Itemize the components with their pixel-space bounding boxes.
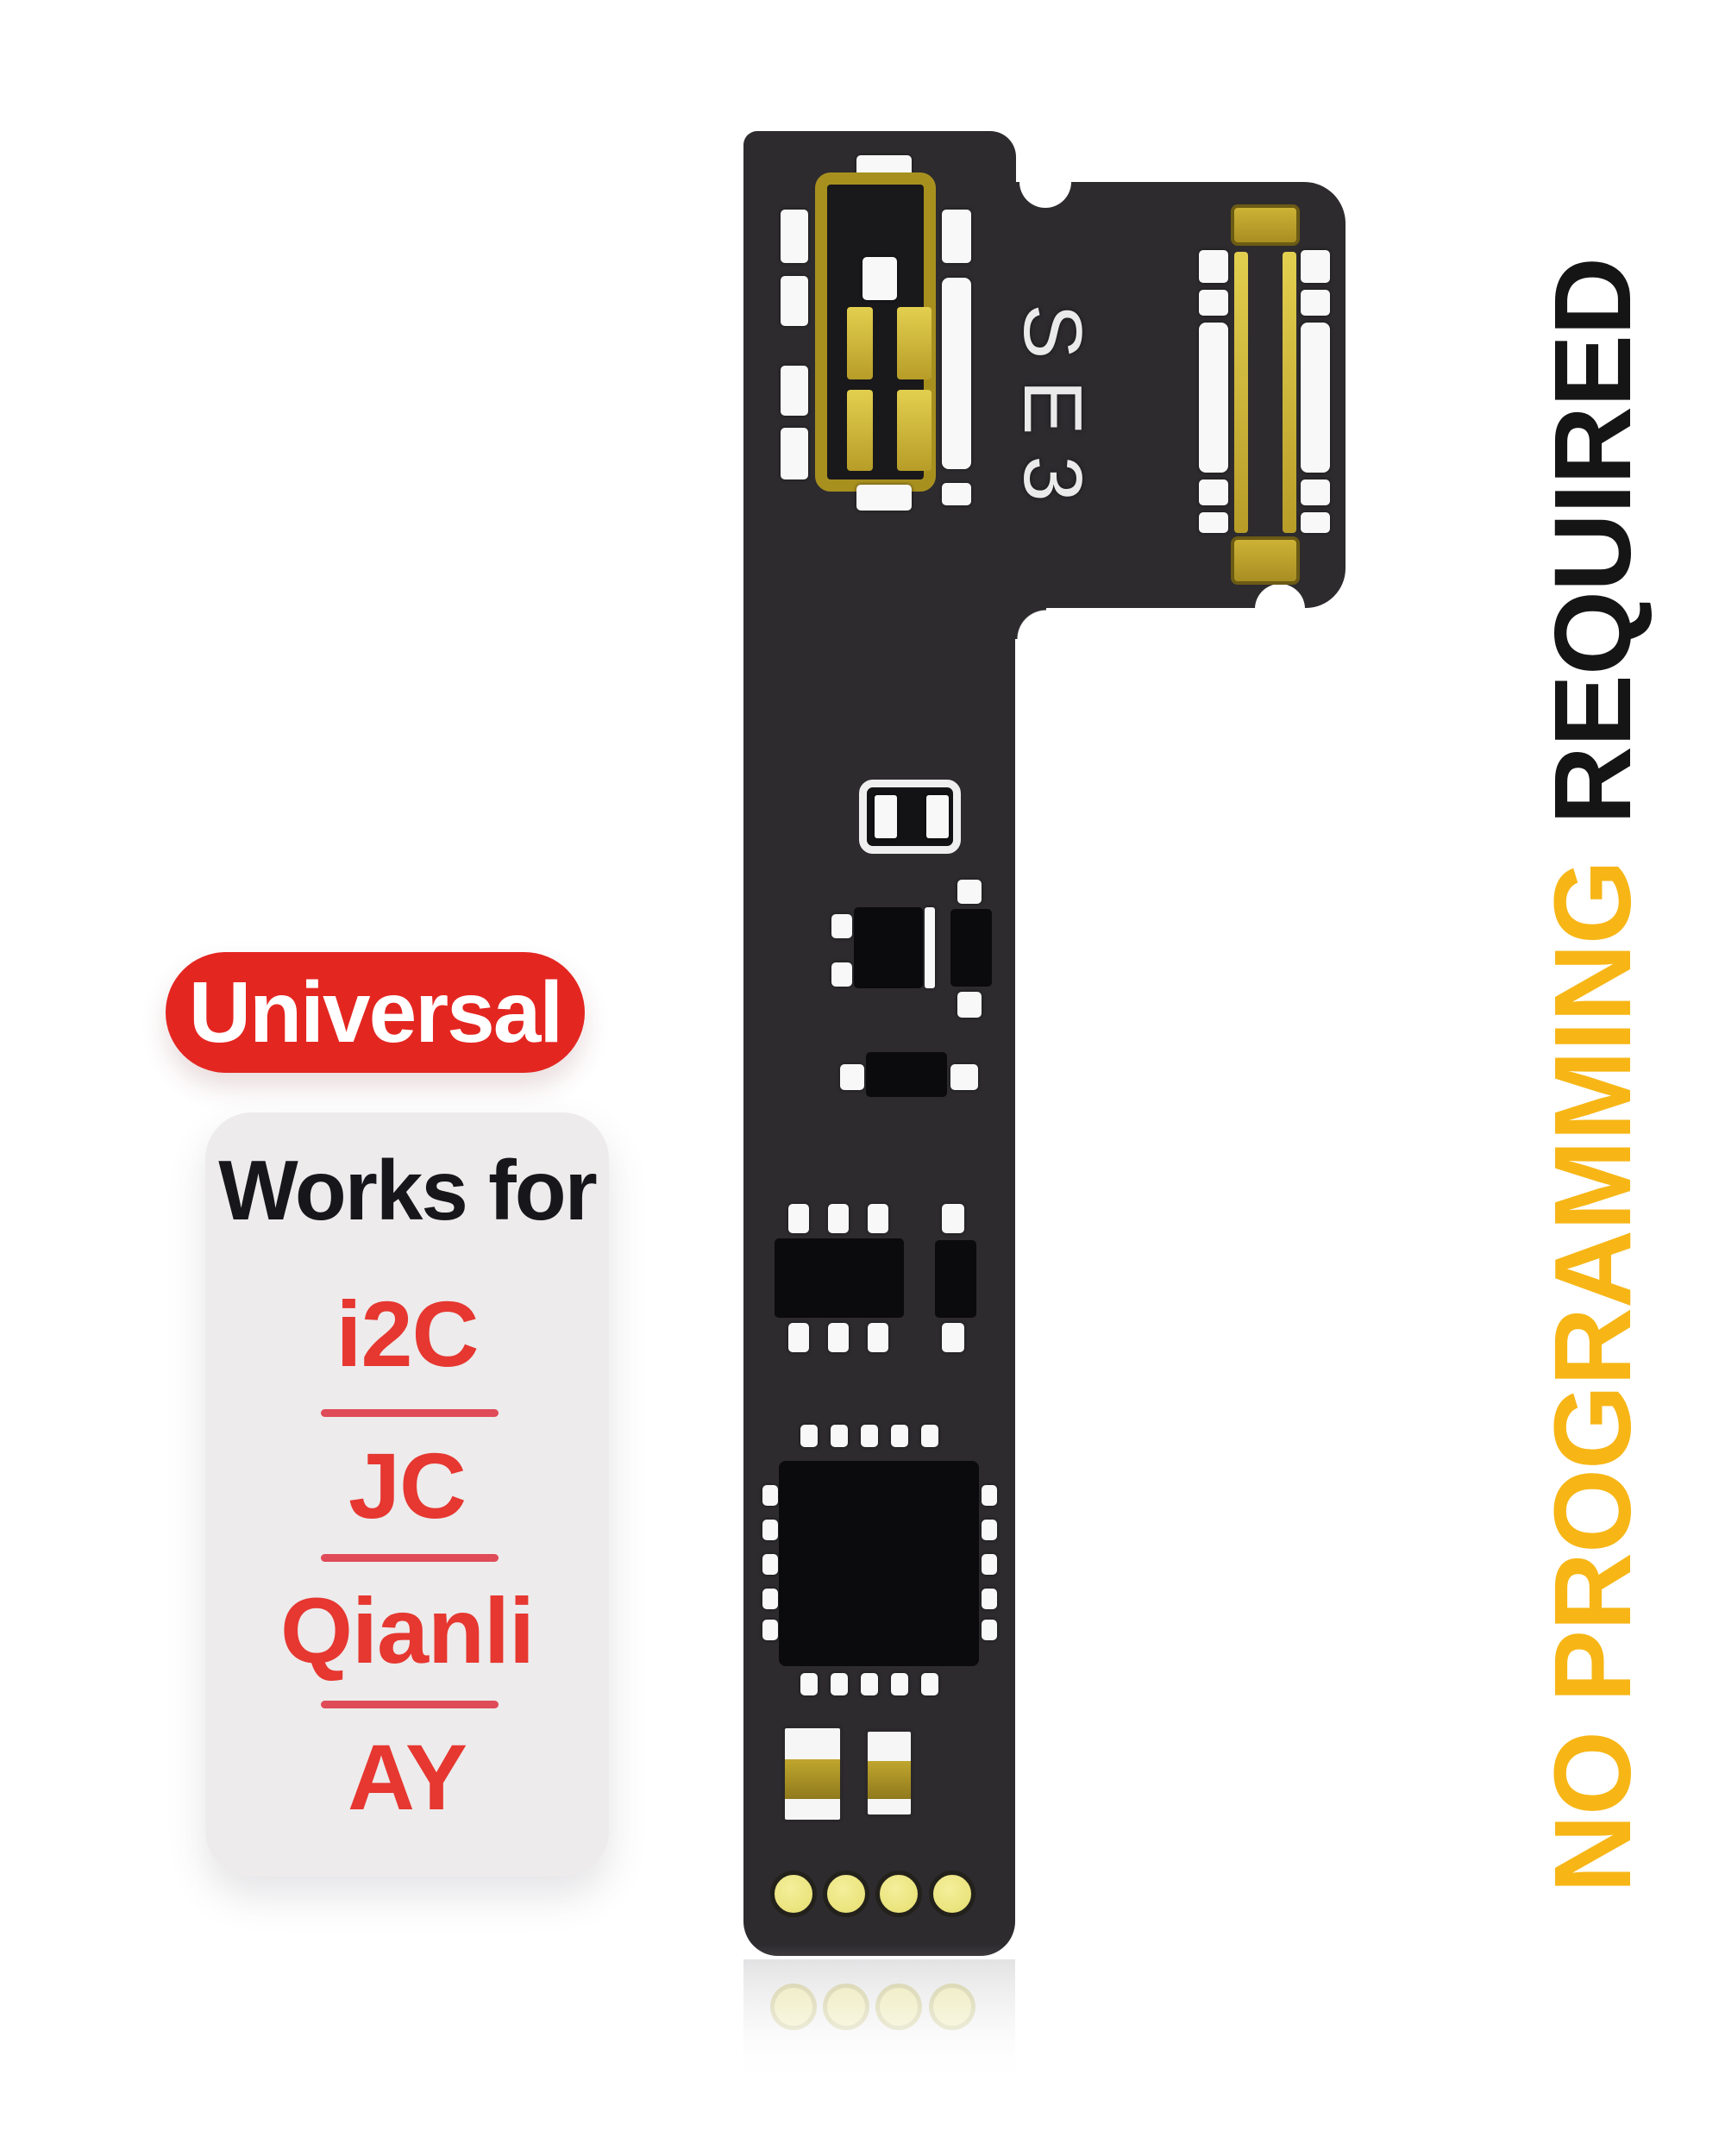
works-for-item-ay: AY xyxy=(347,1725,467,1829)
contact-dot xyxy=(875,1871,922,1917)
qfn-pad xyxy=(982,1554,997,1575)
smd-chip xyxy=(854,907,923,988)
gold-contact-bar xyxy=(847,307,873,379)
panel-divider xyxy=(321,1701,499,1708)
qfn-pad xyxy=(762,1620,778,1640)
main-ic xyxy=(779,1461,979,1666)
qfn-pad xyxy=(762,1520,778,1540)
works-for-item-i2c: i2C xyxy=(336,1282,479,1386)
gold-capacitor xyxy=(781,1725,844,1823)
qfn-pad xyxy=(762,1485,778,1506)
component-pad xyxy=(831,914,852,938)
qfn-pad xyxy=(762,1554,778,1575)
component-pad xyxy=(957,992,982,1018)
qfn-pad xyxy=(982,1520,997,1540)
required-text: REQUIRED xyxy=(1531,257,1653,825)
gold-contact-bar xyxy=(897,390,932,471)
qfn-pad xyxy=(921,1673,938,1695)
component-pad xyxy=(840,1064,864,1090)
works-for-item-qianli: Qianli xyxy=(279,1578,535,1683)
qfn-pad xyxy=(891,1673,908,1695)
smd-chip xyxy=(935,1240,976,1318)
smd-resistor xyxy=(866,1052,947,1097)
connector-pad xyxy=(1301,290,1330,316)
connector-pad xyxy=(1199,479,1228,505)
gold-capacitor xyxy=(864,1728,914,1818)
qfn-pad xyxy=(861,1425,878,1447)
component-pad xyxy=(950,1064,978,1090)
works-for-panel xyxy=(205,1112,609,1877)
connector-pad xyxy=(1199,290,1228,316)
gold-tab xyxy=(1231,204,1300,246)
qfn-pad xyxy=(800,1673,818,1695)
connector-pad xyxy=(942,210,971,263)
contact-dot xyxy=(770,1871,817,1917)
connector-pad xyxy=(1301,323,1330,473)
component-pad xyxy=(926,795,949,838)
works-for-title: Works for xyxy=(218,1143,598,1238)
panel-divider xyxy=(321,1409,499,1417)
connector-pad xyxy=(781,366,808,416)
flex-strip xyxy=(743,345,1015,1956)
connector-pad xyxy=(781,276,808,326)
connector-pad xyxy=(942,483,971,505)
gold-contact-bar xyxy=(897,307,932,379)
component-pad xyxy=(788,1323,809,1352)
qfn-pad xyxy=(982,1485,997,1506)
component-pad xyxy=(868,1323,888,1352)
component-pad xyxy=(957,880,982,904)
qfn-pad xyxy=(921,1425,938,1447)
gold-contact-bar xyxy=(847,390,873,471)
model-label: SE3 xyxy=(1007,304,1099,523)
universal-badge: Universal xyxy=(166,952,585,1073)
connector-pad xyxy=(1199,250,1228,283)
qfn-pad xyxy=(831,1425,848,1447)
connector-pad xyxy=(1199,323,1228,473)
connector-pad xyxy=(781,428,808,479)
connector-pad xyxy=(781,210,808,263)
component-pad xyxy=(942,1204,964,1233)
connector-pad xyxy=(1199,512,1228,533)
gold-contact-bar xyxy=(1283,252,1296,533)
gold-contact-bar xyxy=(1234,252,1248,533)
component-pad xyxy=(868,1204,888,1233)
contact-dot xyxy=(929,1871,975,1917)
works-for-item-jc: JC xyxy=(348,1433,467,1538)
qfn-pad xyxy=(982,1589,997,1609)
component-pad xyxy=(828,1323,849,1352)
connector-pad xyxy=(856,485,912,511)
qfn-pad xyxy=(831,1673,848,1695)
component-pad xyxy=(875,795,897,838)
flex-top-notch xyxy=(1019,156,1071,208)
connector-pad xyxy=(1301,250,1330,283)
flex-bottom-notch xyxy=(1255,584,1305,634)
no-programming-required-label: NO PROGRAMMING REQUIRED xyxy=(1532,235,1653,1916)
qfn-pad xyxy=(762,1589,778,1609)
connector-pad xyxy=(942,278,971,469)
component-pad xyxy=(788,1204,809,1233)
reflection-fade xyxy=(733,1945,1052,2156)
gold-tab xyxy=(1231,536,1300,585)
sot-ic xyxy=(775,1238,904,1318)
component-pad xyxy=(831,962,852,987)
qfn-pad xyxy=(861,1673,878,1695)
connector-pad xyxy=(862,257,897,300)
connector-pad xyxy=(1301,479,1330,505)
connector-pad xyxy=(1301,512,1330,533)
smd-chip xyxy=(950,909,992,987)
no-programming-text: NO PROGRAMMING xyxy=(1531,861,1653,1894)
qfn-pad xyxy=(982,1620,997,1640)
component-pad xyxy=(942,1323,964,1352)
qfn-pad xyxy=(800,1425,818,1447)
qfn-pad xyxy=(891,1425,908,1447)
contact-dot xyxy=(823,1871,869,1917)
component-pad xyxy=(925,907,935,988)
component-pad xyxy=(828,1204,849,1233)
universal-badge-label: Universal xyxy=(188,963,563,1061)
panel-divider xyxy=(321,1554,499,1562)
flex-inner-fillet xyxy=(1015,608,1046,639)
